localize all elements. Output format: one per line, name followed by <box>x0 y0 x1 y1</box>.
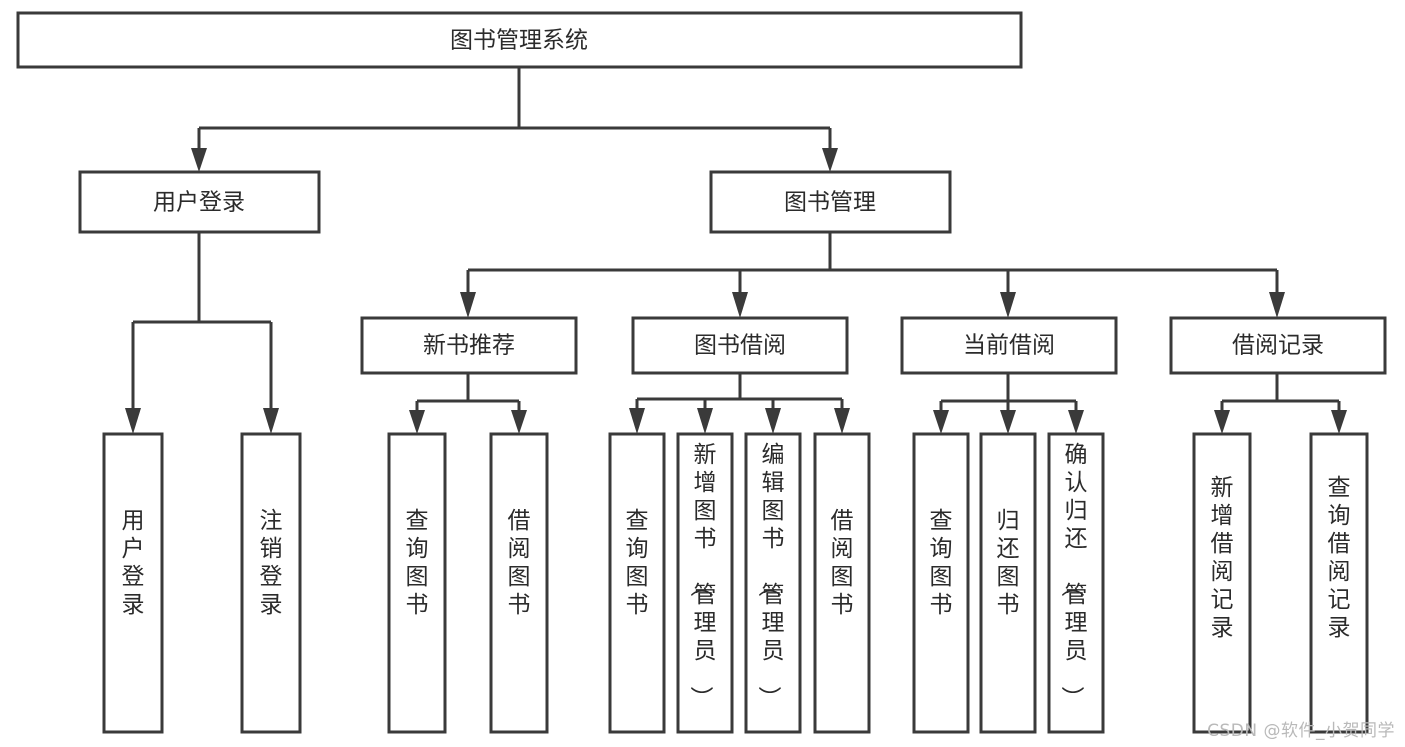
node-borrow-record[interactable]: 借阅记录 <box>1169 316 1387 375</box>
node-leaf-borrow-book-2[interactable]: 借阅图书 <box>813 432 871 734</box>
node-leaf-borrow-book-1[interactable]: 借阅图书 <box>489 432 549 734</box>
node-leaf-user-login[interactable]: 用户登录 <box>102 432 164 734</box>
node-leaf-borrow-book-2-label: 借阅图书 <box>831 508 854 618</box>
node-leaf-borrow-book-1-label: 借阅图书 <box>508 508 531 618</box>
node-book-manage-label: 图书管理 <box>784 190 876 216</box>
node-book-borrow[interactable]: 图书借阅 <box>631 316 849 375</box>
connector-bookborrow-to-leaves <box>629 373 850 434</box>
connector-bookmanage-to-level3 <box>460 232 1285 318</box>
node-leaf-user-login-label: 用户登录 <box>122 508 145 618</box>
node-leaf-query-record-label: 查询借阅记录 <box>1328 475 1351 641</box>
node-user-login-label: 用户登录 <box>153 190 245 216</box>
node-user-login[interactable]: 用户登录 <box>78 170 321 234</box>
connector-newbook-to-leaves <box>409 373 527 434</box>
node-new-book-rec[interactable]: 新书推荐 <box>360 316 578 375</box>
node-root[interactable]: 图书管理系统 <box>16 11 1023 69</box>
node-leaf-confirm-return[interactable]: 确认归还（管理员） <box>1047 432 1105 734</box>
connector-currentborrow-to-leaves <box>933 373 1084 434</box>
node-borrow-record-label: 借阅记录 <box>1232 333 1324 359</box>
connector-borrowrecord-to-leaves <box>1214 373 1347 434</box>
node-root-label: 图书管理系统 <box>450 28 588 54</box>
node-leaf-query-record[interactable]: 查询借阅记录 <box>1309 432 1369 734</box>
node-leaf-query-book-3-label: 查询图书 <box>930 508 953 618</box>
node-leaf-confirm-return-label: 确认归还（管理员） <box>1059 442 1088 709</box>
node-leaf-logout-label: 注销登录 <box>260 508 283 618</box>
node-current-borrow[interactable]: 当前借阅 <box>900 316 1118 375</box>
node-leaf-edit-book[interactable]: 编辑图书（管理员） <box>744 432 802 734</box>
node-leaf-add-record[interactable]: 新增借阅记录 <box>1192 432 1252 734</box>
node-leaf-edit-book-label: 编辑图书（管理员） <box>756 442 785 709</box>
node-leaf-add-book-label: 新增图书（管理员） <box>688 442 717 709</box>
node-book-borrow-label: 图书借阅 <box>694 333 786 359</box>
node-current-borrow-label: 当前借阅 <box>963 333 1055 359</box>
node-leaf-add-record-label: 新增借阅记录 <box>1211 475 1234 641</box>
node-leaf-logout[interactable]: 注销登录 <box>240 432 302 734</box>
node-new-book-rec-label: 新书推荐 <box>423 333 515 359</box>
node-leaf-query-book-2[interactable]: 查询图书 <box>608 432 666 734</box>
node-leaf-return-book-label: 归还图书 <box>997 508 1020 618</box>
node-leaf-query-book-1-label: 查询图书 <box>406 508 429 618</box>
node-leaf-add-book[interactable]: 新增图书（管理员） <box>676 432 734 734</box>
node-book-manage[interactable]: 图书管理 <box>709 170 952 234</box>
node-leaf-query-book-1[interactable]: 查询图书 <box>387 432 447 734</box>
node-leaf-query-book-3[interactable]: 查询图书 <box>912 432 970 734</box>
node-leaf-return-book[interactable]: 归还图书 <box>979 432 1037 734</box>
connector-root-to-level2 <box>191 67 838 172</box>
connector-userlogin-to-leaves <box>125 232 279 434</box>
node-leaf-query-book-2-label: 查询图书 <box>626 508 649 618</box>
